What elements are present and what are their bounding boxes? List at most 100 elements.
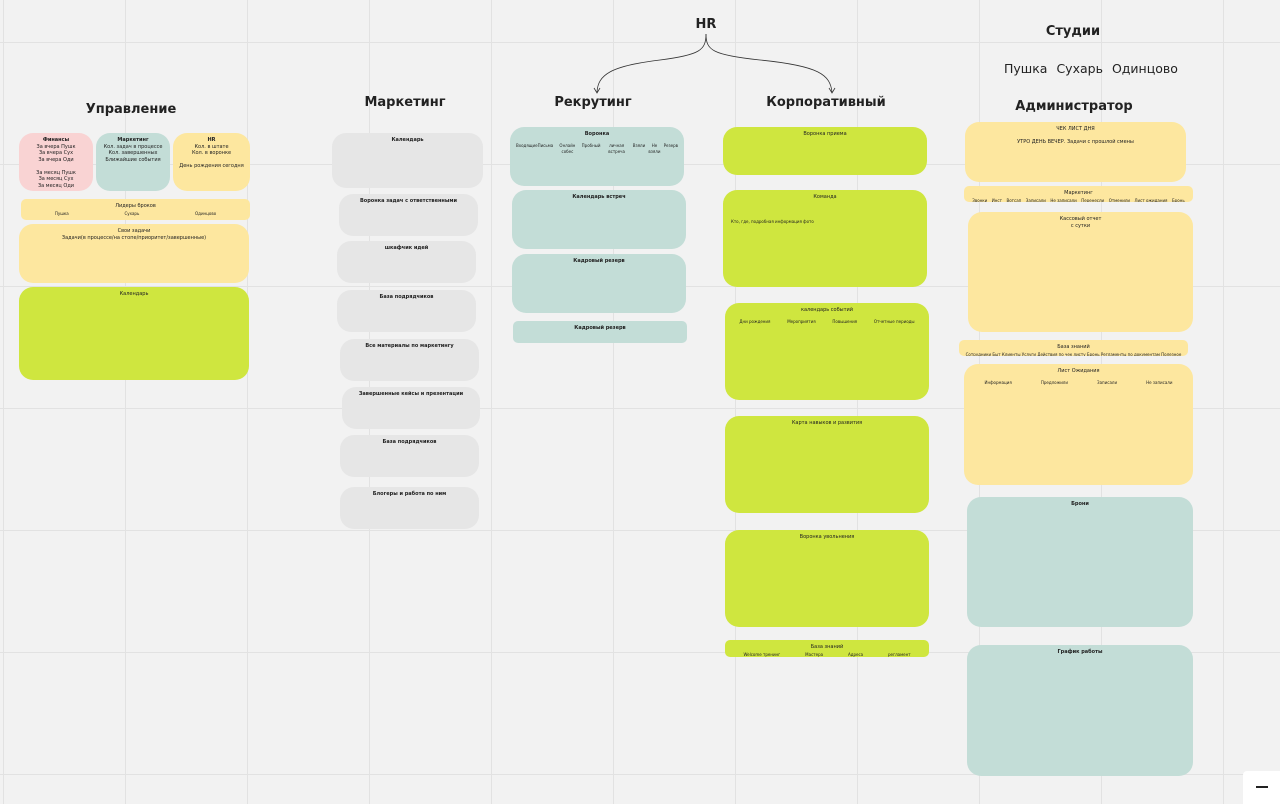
card-16[interactable]: Календарь встреч: [512, 190, 686, 249]
card-item[interactable]: Вотсап: [1006, 197, 1022, 203]
card-item[interactable]: Повышения: [832, 318, 858, 324]
card-14[interactable]: Блогеры и работа по ним: [340, 487, 479, 529]
card-item[interactable]: Не записали: [1050, 197, 1077, 203]
card-title: HR: [207, 137, 216, 143]
card-item[interactable]: Резерв: [663, 142, 678, 148]
card-item[interactable]: регламент: [888, 651, 911, 657]
card-item[interactable]: Перенесли: [1081, 197, 1105, 203]
arrowhead-icon: [593, 87, 836, 94]
card-item[interactable]: Записали: [1025, 197, 1046, 203]
card-title: База знаний: [810, 644, 844, 650]
card-item[interactable]: Полезное: [1161, 351, 1182, 357]
card-lines: За вчера Пушк За вчера Сух За вчера Оди …: [36, 143, 76, 189]
card-25[interactable]: ЧЕК ЛИСТ ДНЯ УТРО ДЕНЬ ВЕЧЕР. Задачи с п…: [965, 122, 1186, 182]
card-item[interactable]: Мероприятия: [787, 318, 816, 324]
card-item[interactable]: Welcome тренинг: [743, 651, 781, 657]
card-title: Команда: [813, 194, 837, 200]
card-item[interactable]: Пушка: [54, 210, 69, 216]
card-item[interactable]: Входящие: [516, 142, 538, 148]
card-23[interactable]: Воронка увольнения: [725, 530, 929, 627]
card-item[interactable]: Регламенты по документам: [1100, 351, 1160, 357]
card-item[interactable]: Письма: [537, 142, 554, 148]
card-12[interactable]: Завершенные кейсы и презентации: [342, 387, 480, 429]
card-item[interactable]: Записали: [1097, 379, 1118, 385]
card-item[interactable]: Действия по чек листу: [1037, 351, 1086, 357]
card-31[interactable]: График работы: [967, 645, 1193, 776]
card-lines: Задачи(в процессе/на стопе/приоритет/зав…: [61, 234, 207, 241]
card-items: Пушка Сухарь Одинцово: [21, 211, 250, 218]
card-10[interactable]: База подрядчиков: [337, 290, 476, 332]
card-title: Лидеры броков: [115, 203, 156, 209]
card-item[interactable]: Сухарь: [124, 210, 140, 216]
card-item[interactable]: Отменили: [1108, 197, 1131, 203]
card-18[interactable]: Кадровый резерв: [513, 321, 687, 343]
card-item[interactable]: Не записали: [1146, 379, 1173, 385]
studios-list: Пушка Сухарь Одинцово: [1004, 61, 1178, 76]
card-item[interactable]: Одинцово: [195, 210, 217, 216]
card-19[interactable]: Воронка приема: [723, 127, 927, 175]
card-item[interactable]: Адреса: [847, 651, 864, 657]
card-item[interactable]: Бронь: [1171, 197, 1185, 203]
card-item[interactable]: Предложили: [1040, 379, 1068, 385]
card-title: Календарь встреч: [572, 194, 626, 200]
card-title: ЧЕК ЛИСТ ДНЯ: [1056, 126, 1095, 132]
card-11[interactable]: Все материалы по маркетингу: [340, 339, 479, 381]
card-item[interactable]: Онлайн собес: [559, 142, 576, 155]
card-lines: Кол. в штате Кол. в воронке День рождени…: [179, 143, 244, 170]
card-item[interactable]: Клиенты: [1001, 351, 1021, 357]
card-item[interactable]: Услуги: [1021, 351, 1037, 357]
heading-admin: Администратор: [1015, 99, 1133, 114]
card-6[interactable]: Календарь: [19, 287, 249, 380]
card-22[interactable]: Карта навыков и развития: [725, 416, 929, 513]
card-8[interactable]: Воронка задач с ответственными: [339, 194, 478, 236]
card-lines: Кол. задач в процессе Кол. завершенных Б…: [103, 143, 163, 163]
card-item[interactable]: Лист ожидания: [1134, 197, 1168, 203]
card-item[interactable]: Взяли: [632, 142, 646, 148]
card-item[interactable]: Бронь: [1086, 351, 1100, 357]
card-title: Карта навыков и развития: [791, 420, 863, 426]
card-item[interactable]: Сотрудники: [965, 351, 992, 357]
card-item[interactable]: Пробный: [581, 142, 601, 148]
card-title: Завершенные кейсы и презентации: [358, 391, 464, 397]
connector-to-corporate: [705, 33, 833, 93]
card-item[interactable]: Дни рождения: [739, 318, 771, 324]
card-title: Воронка увольнения: [799, 534, 855, 540]
card-9[interactable]: шкафчик идей: [337, 241, 476, 283]
zoom-out-button[interactable]: [1243, 771, 1280, 804]
studio-odintsovo: Одинцово: [1111, 61, 1178, 76]
card-title: График работы: [1057, 649, 1103, 655]
card-item[interactable]: Быт: [992, 351, 1001, 357]
card-title: Все материалы по маркетингу: [365, 343, 454, 349]
card-item[interactable]: Звонки: [972, 197, 988, 203]
card-item[interactable]: личная встреча: [608, 142, 625, 155]
card-item[interactable]: Информация: [984, 379, 1012, 385]
card-item[interactable]: Инст: [991, 197, 1002, 203]
card-13[interactable]: База подрядчиков: [340, 435, 479, 477]
card-lines: с сутки: [1070, 222, 1091, 229]
card-title: календарь событий: [800, 307, 854, 313]
card-title: Воронка: [584, 131, 610, 137]
card-30[interactable]: Брони: [967, 497, 1193, 627]
card-17[interactable]: Кадровый резерв: [512, 254, 686, 313]
connector-to-recruiting: [596, 33, 707, 93]
card-item[interactable]: Отчетные периоды: [873, 318, 915, 324]
card-item[interactable]: Не взяли: [648, 142, 661, 155]
card-item[interactable]: Мастера: [805, 651, 824, 657]
card-7[interactable]: Календарь: [332, 133, 483, 188]
card-title: Воронка приема: [803, 131, 847, 137]
card-title: Лист Ожидания: [1057, 368, 1100, 374]
